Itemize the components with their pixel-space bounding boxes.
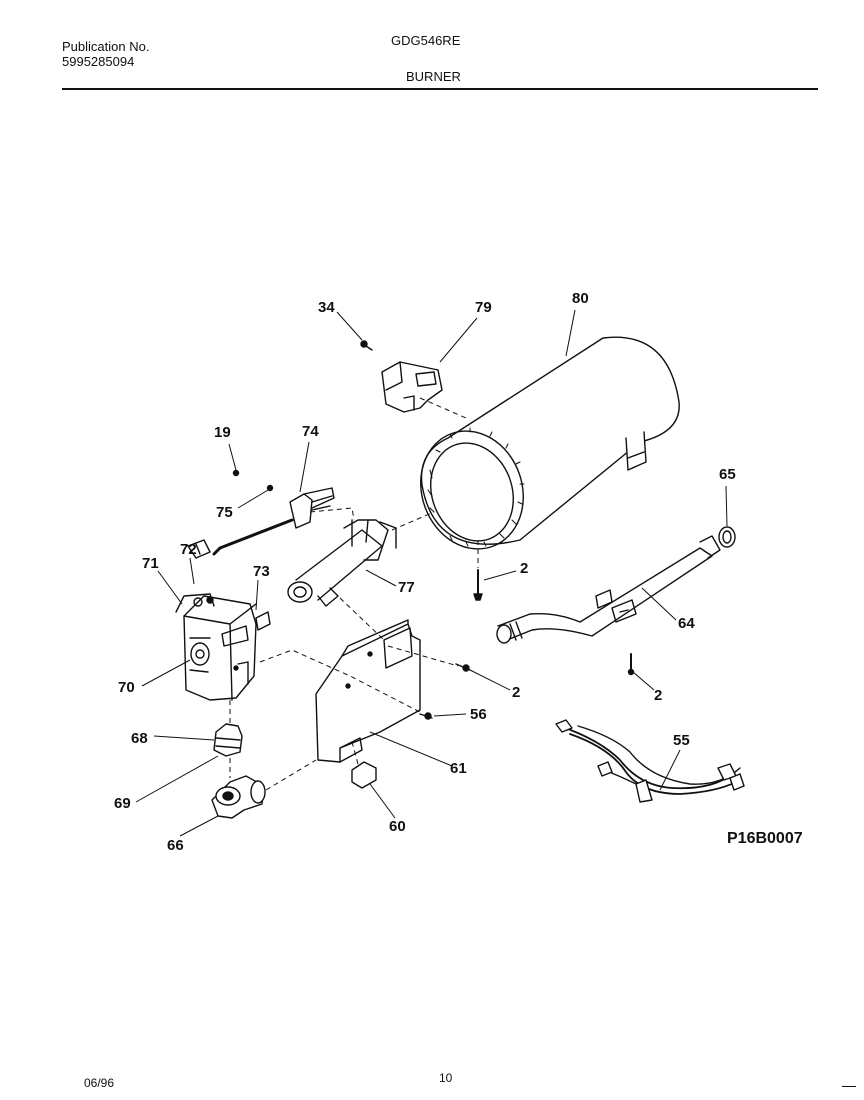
model-number: GDG546RE <box>391 33 461 48</box>
callout-69: 69 <box>114 795 131 812</box>
callout-60: 60 <box>389 818 406 835</box>
callout-56: 56 <box>470 706 487 723</box>
igniter <box>187 487 335 559</box>
orifice-fitting <box>213 723 243 757</box>
wire-harness <box>555 719 745 803</box>
gas-supply-pipe <box>496 535 721 644</box>
callout-74: 74 <box>302 423 319 440</box>
callout-64: 64 <box>678 615 695 632</box>
callout-70: 70 <box>118 679 135 696</box>
callout-75: 75 <box>216 504 233 521</box>
publication-number: 5995285094 <box>62 54 135 69</box>
screw-34 <box>360 340 373 351</box>
callout-2-right: 2 <box>654 687 663 704</box>
callout-19: 19 <box>214 424 231 441</box>
callout-77: 77 <box>398 579 415 596</box>
publication-date: 06/96 <box>84 1076 115 1090</box>
callout-79: 79 <box>475 299 492 316</box>
bracket-79 <box>381 361 443 413</box>
publication-label: Publication No. <box>62 39 150 54</box>
callout-2-middle: 2 <box>512 684 521 701</box>
callout-66: 66 <box>167 837 184 854</box>
callout-80: 80 <box>572 290 589 307</box>
callout-2-upper: 2 <box>520 560 529 577</box>
mounting-plate <box>315 619 421 763</box>
callout-72: 72 <box>180 541 197 558</box>
section-title: BURNER <box>406 69 461 84</box>
elbow-66 <box>211 775 266 819</box>
header-rule <box>62 88 818 90</box>
corner-mark <box>842 1086 856 1087</box>
callout-68: 68 <box>131 730 148 747</box>
callout-55: 55 <box>673 732 690 749</box>
diagram-code: P16B0007 <box>727 830 803 847</box>
callout-61: 61 <box>450 760 467 777</box>
screws-2 <box>455 569 635 676</box>
page-number: 10 <box>439 1071 453 1085</box>
burner-tube <box>287 519 397 607</box>
callout-73: 73 <box>253 563 270 580</box>
clip-60 <box>351 761 377 789</box>
gas-valve <box>175 593 271 701</box>
callout-34: 34 <box>318 299 335 316</box>
callout-71: 71 <box>142 555 159 572</box>
nut-65 <box>718 526 736 548</box>
combustion-chamber <box>420 336 680 550</box>
callout-65: 65 <box>719 466 736 483</box>
